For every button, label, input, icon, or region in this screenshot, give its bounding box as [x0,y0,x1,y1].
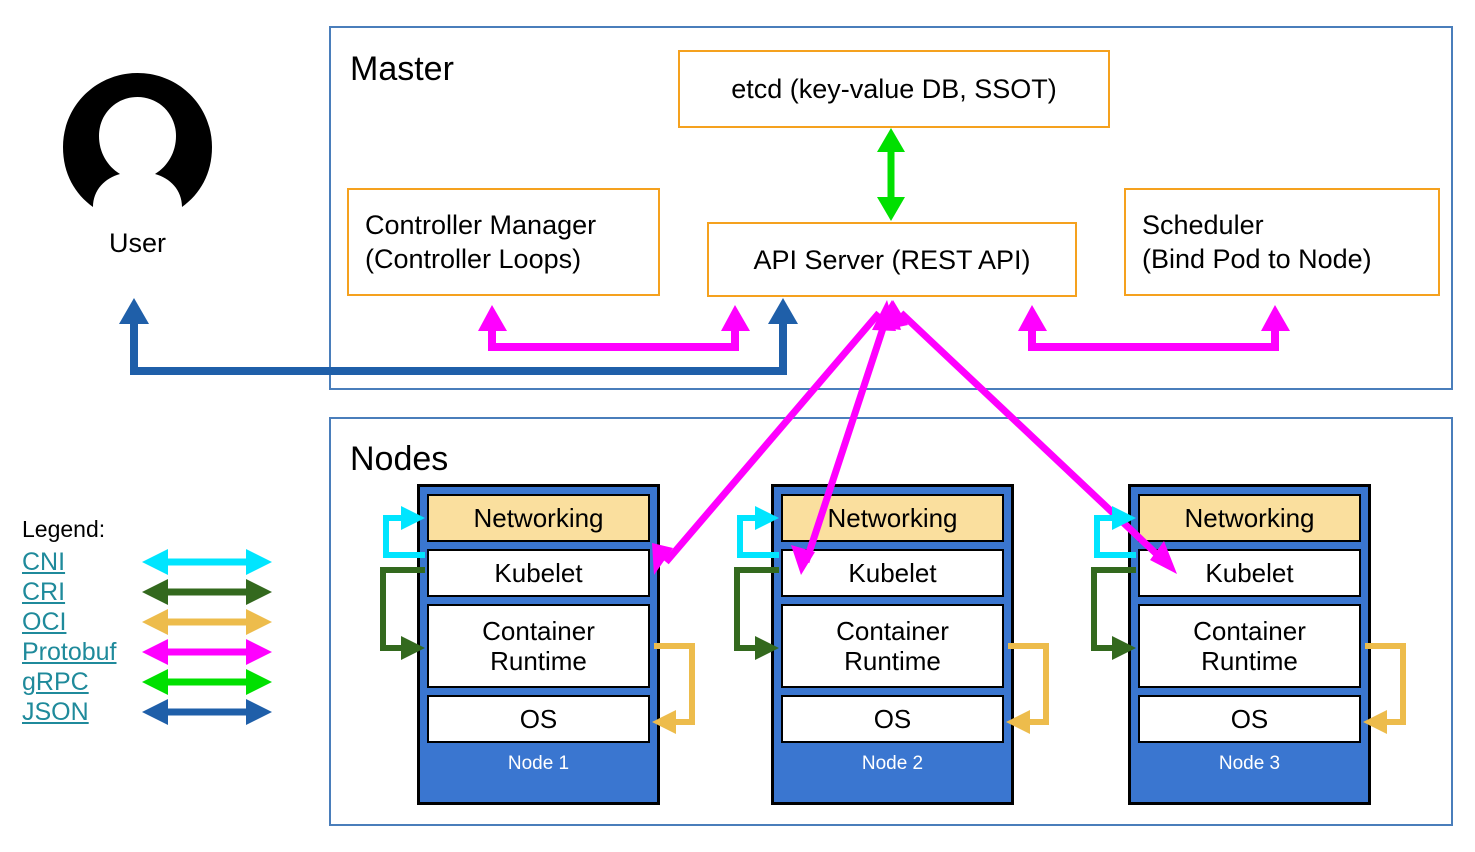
container-runtime-text: Container Runtime [1193,616,1306,676]
legend-label-json[interactable]: JSON [22,698,89,726]
component-controller-manager-label: Controller Manager (Controller Loops) [365,210,597,274]
node-layer-os[interactable]: OS [1138,695,1361,743]
user-figure: User [60,70,215,270]
legend-label-grpc[interactable]: gRPC [22,668,89,696]
legend-arrow-grpc [142,669,272,695]
legend: Legend: CNI CRI OCI [22,515,292,727]
node-name-label: Node 2 [861,753,924,774]
legend-label-protobuf[interactable]: Protobuf [22,638,117,666]
legend-item-cri[interactable]: CRI [22,577,292,607]
node-layer-os[interactable]: OS [781,695,1004,743]
component-api-server-label: API Server (REST API) [753,244,1031,275]
user-label: User [108,228,166,258]
legend-item-grpc[interactable]: gRPC [22,667,292,697]
component-api-server[interactable]: API Server (REST API) [707,222,1077,297]
node-layer-kubelet[interactable]: Kubelet [427,549,650,597]
node-layer-container-runtime[interactable]: Container Runtime [1138,604,1361,688]
legend-label-cni[interactable]: CNI [22,548,66,576]
legend-label-oci[interactable]: OCI [22,608,67,636]
legend-arrow-oci [142,609,272,635]
component-etcd-label: etcd (key-value DB, SSOT) [731,74,1057,104]
node-layer-networking[interactable]: Networking [781,494,1004,542]
node-card[interactable]: Networking Kubelet Container Runtime OS … [417,484,660,805]
legend-title: Legend: [22,516,106,542]
node-layer-networking[interactable]: Networking [1138,494,1361,542]
container-runtime-text: Container Runtime [482,616,595,676]
component-scheduler[interactable]: Scheduler (Bind Pod to Node) [1124,188,1440,296]
container-runtime-text: Container Runtime [836,616,949,676]
node-card[interactable]: Networking Kubelet Container Runtime OS … [1128,484,1371,805]
node-name-label: Node 3 [1218,753,1281,774]
legend-item-protobuf[interactable]: Protobuf [22,637,292,667]
legend-item-cni[interactable]: CNI [22,547,292,577]
component-scheduler-label: Scheduler (Bind Pod to Node) [1142,210,1372,274]
node-layer-os[interactable]: OS [427,695,650,743]
node-card[interactable]: Networking Kubelet Container Runtime OS … [771,484,1014,805]
component-controller-manager[interactable]: Controller Manager (Controller Loops) [347,188,660,296]
node-layer-container-runtime[interactable]: Container Runtime [781,604,1004,688]
legend-label-cri[interactable]: CRI [22,578,66,606]
legend-arrow-protobuf [142,639,272,665]
user-avatar-icon [63,73,212,207]
node-layer-container-runtime[interactable]: Container Runtime [427,604,650,688]
legend-arrow-cri [142,579,272,605]
node-layer-networking[interactable]: Networking [427,494,650,542]
legend-arrow-cni [142,549,272,575]
node-layer-kubelet[interactable]: Kubelet [781,549,1004,597]
legend-item-oci[interactable]: OCI [22,607,292,637]
component-etcd[interactable]: etcd (key-value DB, SSOT) [678,50,1110,128]
master-group-title: Master [350,50,454,88]
legend-arrow-json [142,699,272,725]
node-layer-kubelet[interactable]: Kubelet [1138,549,1361,597]
legend-item-json[interactable]: JSON [22,697,292,727]
node-name-label: Node 1 [507,753,570,774]
nodes-group-title: Nodes [350,440,449,478]
